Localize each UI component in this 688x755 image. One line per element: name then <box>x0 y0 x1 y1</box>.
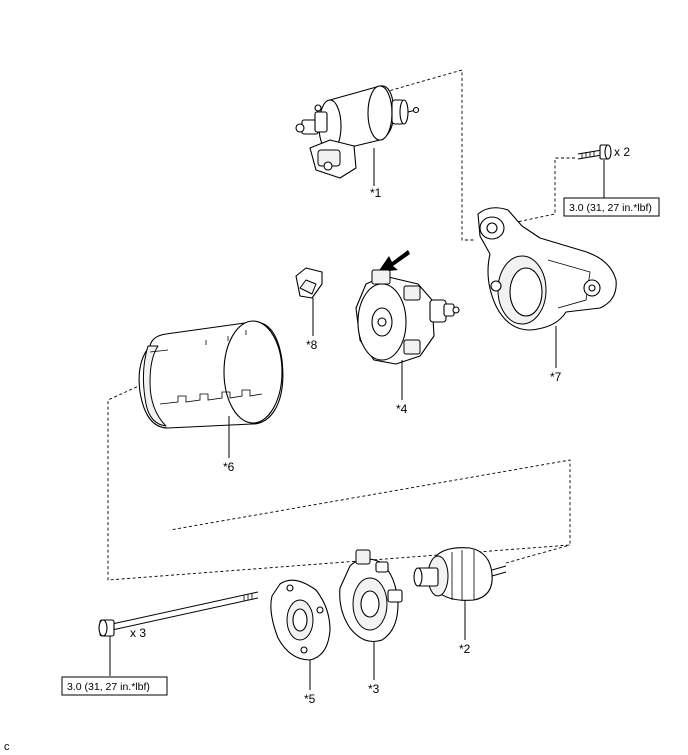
part-label-3: *3 <box>368 682 380 696</box>
part-label-2: *2 <box>459 642 471 656</box>
armature-part <box>413 547 507 640</box>
through-bolt <box>98 591 259 676</box>
brush-plate-part <box>339 549 403 680</box>
top-torque-box <box>563 197 660 217</box>
top-bolt-qty: x 2 <box>614 145 630 159</box>
lever-part <box>295 267 323 336</box>
part-label-6: *6 <box>223 460 235 474</box>
part-label-5: *5 <box>304 692 316 706</box>
bottom-bolt-qty: x 3 <box>130 626 146 640</box>
yoke-part <box>138 320 284 458</box>
top-torque-spec: 3.0 (31, 27 in.*lbf) <box>569 202 652 214</box>
assembly-lines <box>107 69 575 581</box>
bottom-torque-box <box>61 676 168 696</box>
part-label-4: *4 <box>396 402 408 416</box>
brush-holder-part <box>355 250 460 400</box>
part-label-8: *8 <box>306 338 318 352</box>
starter-housing-part <box>477 207 617 368</box>
bottom-torque-spec: 3.0 (31, 27 in.*lbf) <box>67 681 150 693</box>
illustration-code: c <box>4 741 10 753</box>
part-label-1: *1 <box>370 186 382 200</box>
end-cover-part <box>270 579 331 690</box>
part-label-7: *7 <box>550 370 562 384</box>
top-bolt <box>577 144 612 198</box>
magnetic-switch-part <box>295 85 420 186</box>
